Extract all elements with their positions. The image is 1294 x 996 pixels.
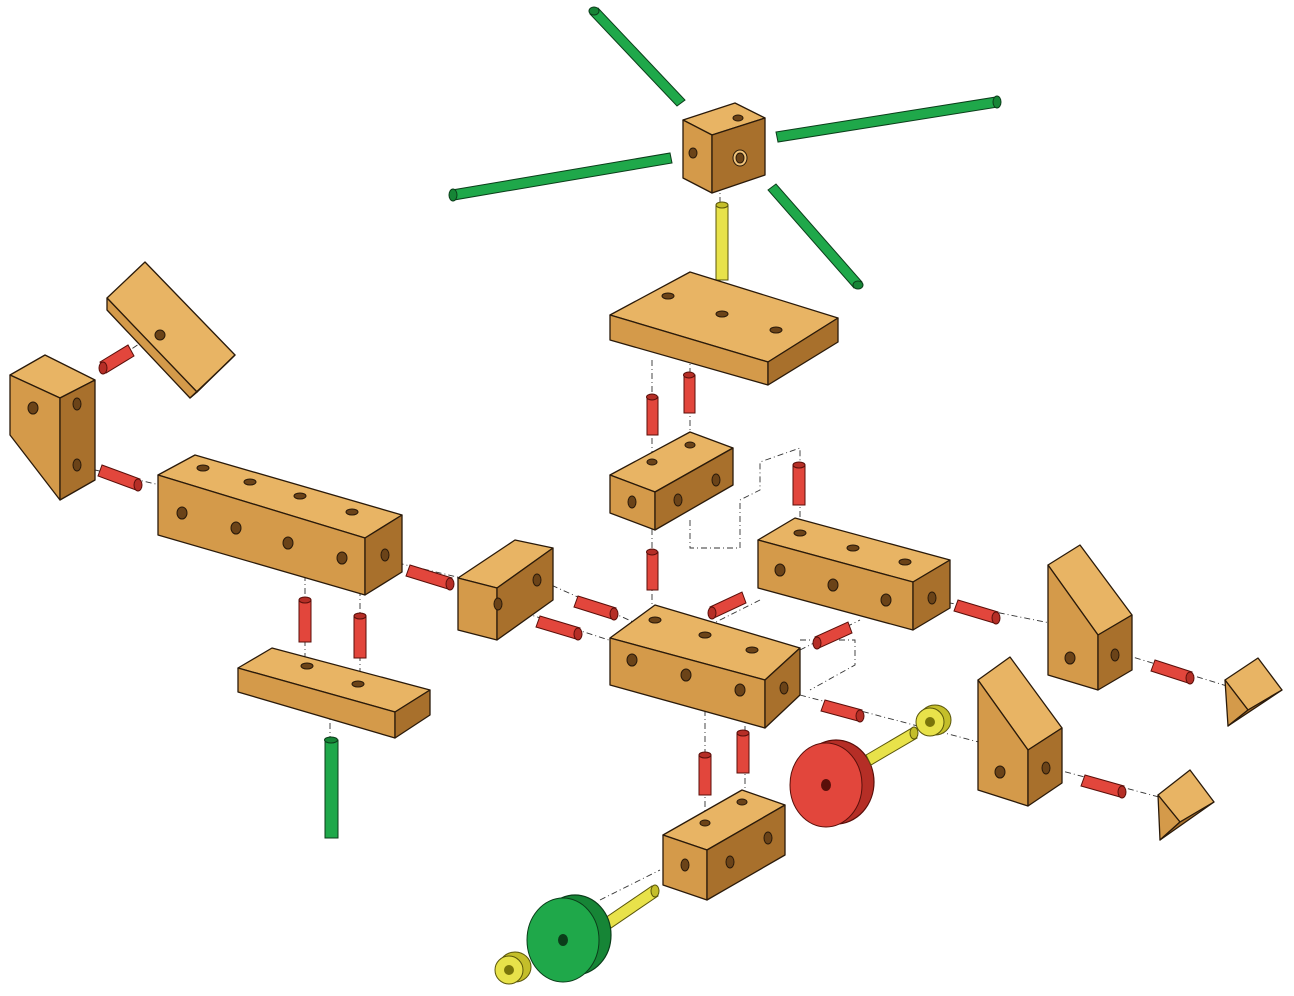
rotor-blade-bottom-right	[767, 183, 864, 290]
peg-wedge-small-top	[1150, 659, 1195, 685]
peg-center-vertical	[646, 548, 659, 591]
peg-plate-block-2	[683, 371, 696, 414]
central-block	[609, 604, 801, 729]
peg-small-central-1	[573, 595, 619, 621]
green-wheel-bushing	[494, 951, 532, 985]
bottom-block	[662, 789, 786, 901]
peg-small-central-2	[535, 615, 583, 641]
peg-above-right-block	[792, 461, 806, 506]
peg-central-under-2	[736, 729, 750, 774]
red-wheel	[789, 739, 875, 828]
peg-right-block-wedge	[953, 599, 1001, 625]
left-tilted-plate	[106, 261, 236, 399]
peg-left-wedge-long	[97, 464, 143, 492]
rotor-blade-right	[775, 95, 1002, 143]
rotor-blade-left	[448, 152, 673, 202]
green-wheel	[526, 894, 612, 983]
rotor-hub-cube	[682, 102, 766, 194]
peg-wedge-small-bottom	[1080, 774, 1127, 799]
peg-central-to-lower-right	[820, 699, 865, 723]
green-wheel-axle	[604, 884, 660, 929]
peg-long-under-2	[353, 612, 367, 659]
small-side-block	[457, 539, 554, 641]
lower-left-plate	[237, 647, 431, 739]
lower-left-green-axle	[324, 736, 339, 839]
peg-right-central-1	[707, 591, 747, 620]
peg-right-central-2	[812, 621, 853, 650]
right-lower-wedge	[977, 656, 1063, 807]
small-wedge-top-right	[1224, 657, 1283, 727]
left-wedge	[9, 354, 96, 501]
top-flat-plate	[609, 271, 839, 386]
upper-center-block	[609, 431, 734, 531]
right-upper-wedge	[1047, 544, 1133, 691]
right-medium-block	[757, 517, 951, 631]
rotor-mast-axle	[715, 201, 729, 281]
red-wheel-bushing	[915, 704, 952, 737]
peg-plate-block-1	[646, 393, 659, 436]
peg-long-under-1	[298, 596, 312, 643]
small-wedge-bottom-right	[1157, 769, 1215, 841]
long-block	[157, 454, 403, 596]
red-wheel-axle	[865, 726, 919, 766]
peg-long-to-small	[405, 564, 455, 591]
peg-central-under-1	[698, 751, 712, 796]
rotor-blade-top-left	[588, 6, 686, 107]
peg-left-tilted	[98, 344, 135, 375]
